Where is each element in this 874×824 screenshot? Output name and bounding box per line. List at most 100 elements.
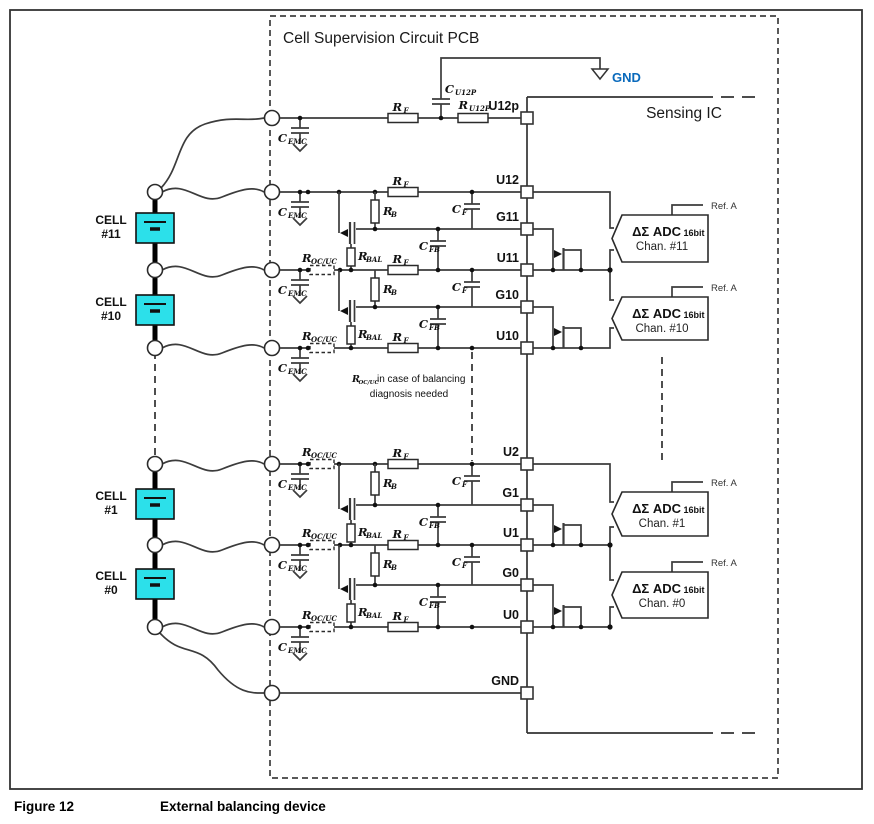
rbal-label-sub: BAL bbox=[365, 333, 382, 342]
rbal-label: R bbox=[357, 605, 368, 619]
row-g10: C FB bbox=[356, 304, 521, 348]
cemc-capacitor bbox=[291, 627, 309, 662]
row-u2: R OC/UC R F C EMC C F bbox=[278, 445, 521, 505]
rf-label: R bbox=[391, 527, 402, 541]
adc-title: ΔΣ ADC bbox=[632, 581, 682, 596]
row-g0: C FB bbox=[356, 582, 521, 627]
pcb-title: Cell Supervision Circuit PCB bbox=[283, 30, 479, 47]
rb-label-sub: B bbox=[390, 288, 397, 297]
balancer-block-0: R B R BAL bbox=[338, 545, 397, 627]
pcb-boundary bbox=[269, 15, 779, 779]
rf-label: R bbox=[391, 174, 402, 188]
cfb-label: C bbox=[419, 515, 429, 529]
rf-resistor bbox=[387, 621, 419, 633]
cf-label-sub: F bbox=[461, 208, 468, 217]
rf-label-sub: F bbox=[403, 336, 410, 345]
pin-u11 bbox=[520, 263, 534, 277]
ref-a-label: Ref. A bbox=[711, 283, 738, 294]
adc-channel-1: Ref. A ΔΣ ADC 16bit Chan. #1 bbox=[611, 478, 738, 537]
rocuc-resistor bbox=[309, 264, 335, 276]
gnd-symbol-icon bbox=[590, 68, 610, 81]
stack-connectors bbox=[146, 183, 164, 636]
rf-label-sub: F bbox=[403, 452, 410, 461]
internal-mosfet-0 bbox=[533, 584, 613, 630]
pin-label-g10: G10 bbox=[495, 288, 519, 302]
balancer-block-1: R B R BAL bbox=[338, 464, 397, 545]
mosfet-arrow-icon bbox=[340, 585, 348, 593]
pin-label-u0: U0 bbox=[503, 608, 519, 622]
rf-resistor bbox=[387, 186, 419, 198]
pin-label-g0: G0 bbox=[502, 566, 519, 580]
cu12p-capacitor bbox=[432, 57, 601, 118]
rocuc-label: R bbox=[301, 526, 312, 540]
balancer-block-11: R B R BAL bbox=[338, 192, 397, 270]
row-u12: R F C EMC C F bbox=[278, 174, 521, 229]
pin-u2 bbox=[520, 457, 534, 471]
rbal-resistor bbox=[346, 603, 356, 623]
figure-caption: Figure 12 External balancing device bbox=[14, 799, 326, 814]
ru12p-label-sub: U12P bbox=[469, 104, 491, 113]
cemc-label-sub: EMC bbox=[287, 646, 307, 655]
row-u11: R OC/UC R F C EMC C F bbox=[278, 251, 521, 307]
balancer-wires bbox=[338, 464, 376, 545]
ic-pin-labels: U12p U12 G11 U11 G10 U10 U2 G1 U1 G0 U0 … bbox=[488, 99, 519, 688]
cfb-capacitor bbox=[430, 307, 446, 348]
rb-label: R bbox=[382, 204, 393, 218]
cell-body bbox=[135, 488, 175, 520]
cfb-capacitor bbox=[430, 505, 446, 545]
cemc-label-sub: EMC bbox=[287, 289, 307, 298]
sensing-ic-title: Sensing IC bbox=[646, 105, 722, 122]
rf-resistor bbox=[387, 264, 419, 276]
rb-label: R bbox=[382, 557, 393, 571]
rbal-label-sub: BAL bbox=[365, 611, 382, 620]
adc-title: ΔΣ ADC bbox=[632, 306, 682, 321]
rb-resistor bbox=[370, 552, 380, 577]
rf-label: R bbox=[391, 100, 402, 114]
cemc-capacitor bbox=[291, 348, 309, 383]
mosfet-arrow-icon bbox=[340, 505, 348, 513]
cemc-label: C bbox=[278, 558, 288, 572]
cfb-label-sub: FB bbox=[428, 601, 440, 610]
rocuc-label: R bbox=[301, 251, 312, 265]
rocuc-resistor bbox=[309, 342, 335, 354]
internal-mosfet-10 bbox=[533, 306, 584, 351]
rbal-label: R bbox=[357, 525, 368, 539]
cemc-capacitor bbox=[291, 545, 309, 580]
figure-title: External balancing device bbox=[160, 799, 326, 814]
pin-u12p bbox=[520, 111, 534, 125]
rocuc-label-sub: OC/UC bbox=[311, 532, 337, 541]
mosfet-arrow-icon bbox=[340, 229, 348, 237]
ref-a-label: Ref. A bbox=[711, 201, 738, 212]
cfb-label-sub: FB bbox=[428, 323, 440, 332]
cf-label-sub: F bbox=[461, 286, 468, 295]
row-g11: C FB bbox=[356, 226, 521, 270]
rocuc-label: R bbox=[301, 329, 312, 343]
pin-label-u12p: U12p bbox=[488, 99, 519, 113]
rbal-resistor bbox=[346, 523, 356, 543]
rb-label: R bbox=[382, 282, 393, 296]
row-g1: C FB bbox=[356, 502, 521, 545]
balancer-block-10: R B R BAL bbox=[338, 270, 397, 348]
adc-channel-label: Chan. #10 bbox=[635, 323, 688, 335]
ref-a-label: Ref. A bbox=[711, 478, 738, 489]
cemc-label-sub: EMC bbox=[287, 483, 307, 492]
cell-number: #11 bbox=[101, 227, 121, 241]
adc-bits: 16bit bbox=[684, 310, 705, 320]
row-u0: R OC/UC R F C EMC bbox=[278, 608, 521, 662]
cf-capacitor bbox=[464, 464, 480, 505]
pin-u0 bbox=[520, 620, 534, 634]
note-line1: in case of balancing bbox=[377, 374, 465, 385]
cfb-label: C bbox=[419, 317, 429, 331]
pin-u1 bbox=[520, 538, 534, 552]
rbal-resistor bbox=[346, 247, 356, 267]
cemc-label: C bbox=[278, 131, 288, 145]
ic-pins bbox=[520, 111, 534, 700]
cell-1: CELL #1 bbox=[95, 488, 175, 520]
cemc-label-sub: EMC bbox=[287, 367, 307, 376]
rbal-resistor bbox=[346, 325, 356, 345]
rb-resistor bbox=[370, 277, 380, 302]
rocuc-label-sub: OC/UC bbox=[311, 614, 337, 623]
rbal-label: R bbox=[357, 249, 368, 263]
ref-a-stub bbox=[671, 204, 703, 215]
